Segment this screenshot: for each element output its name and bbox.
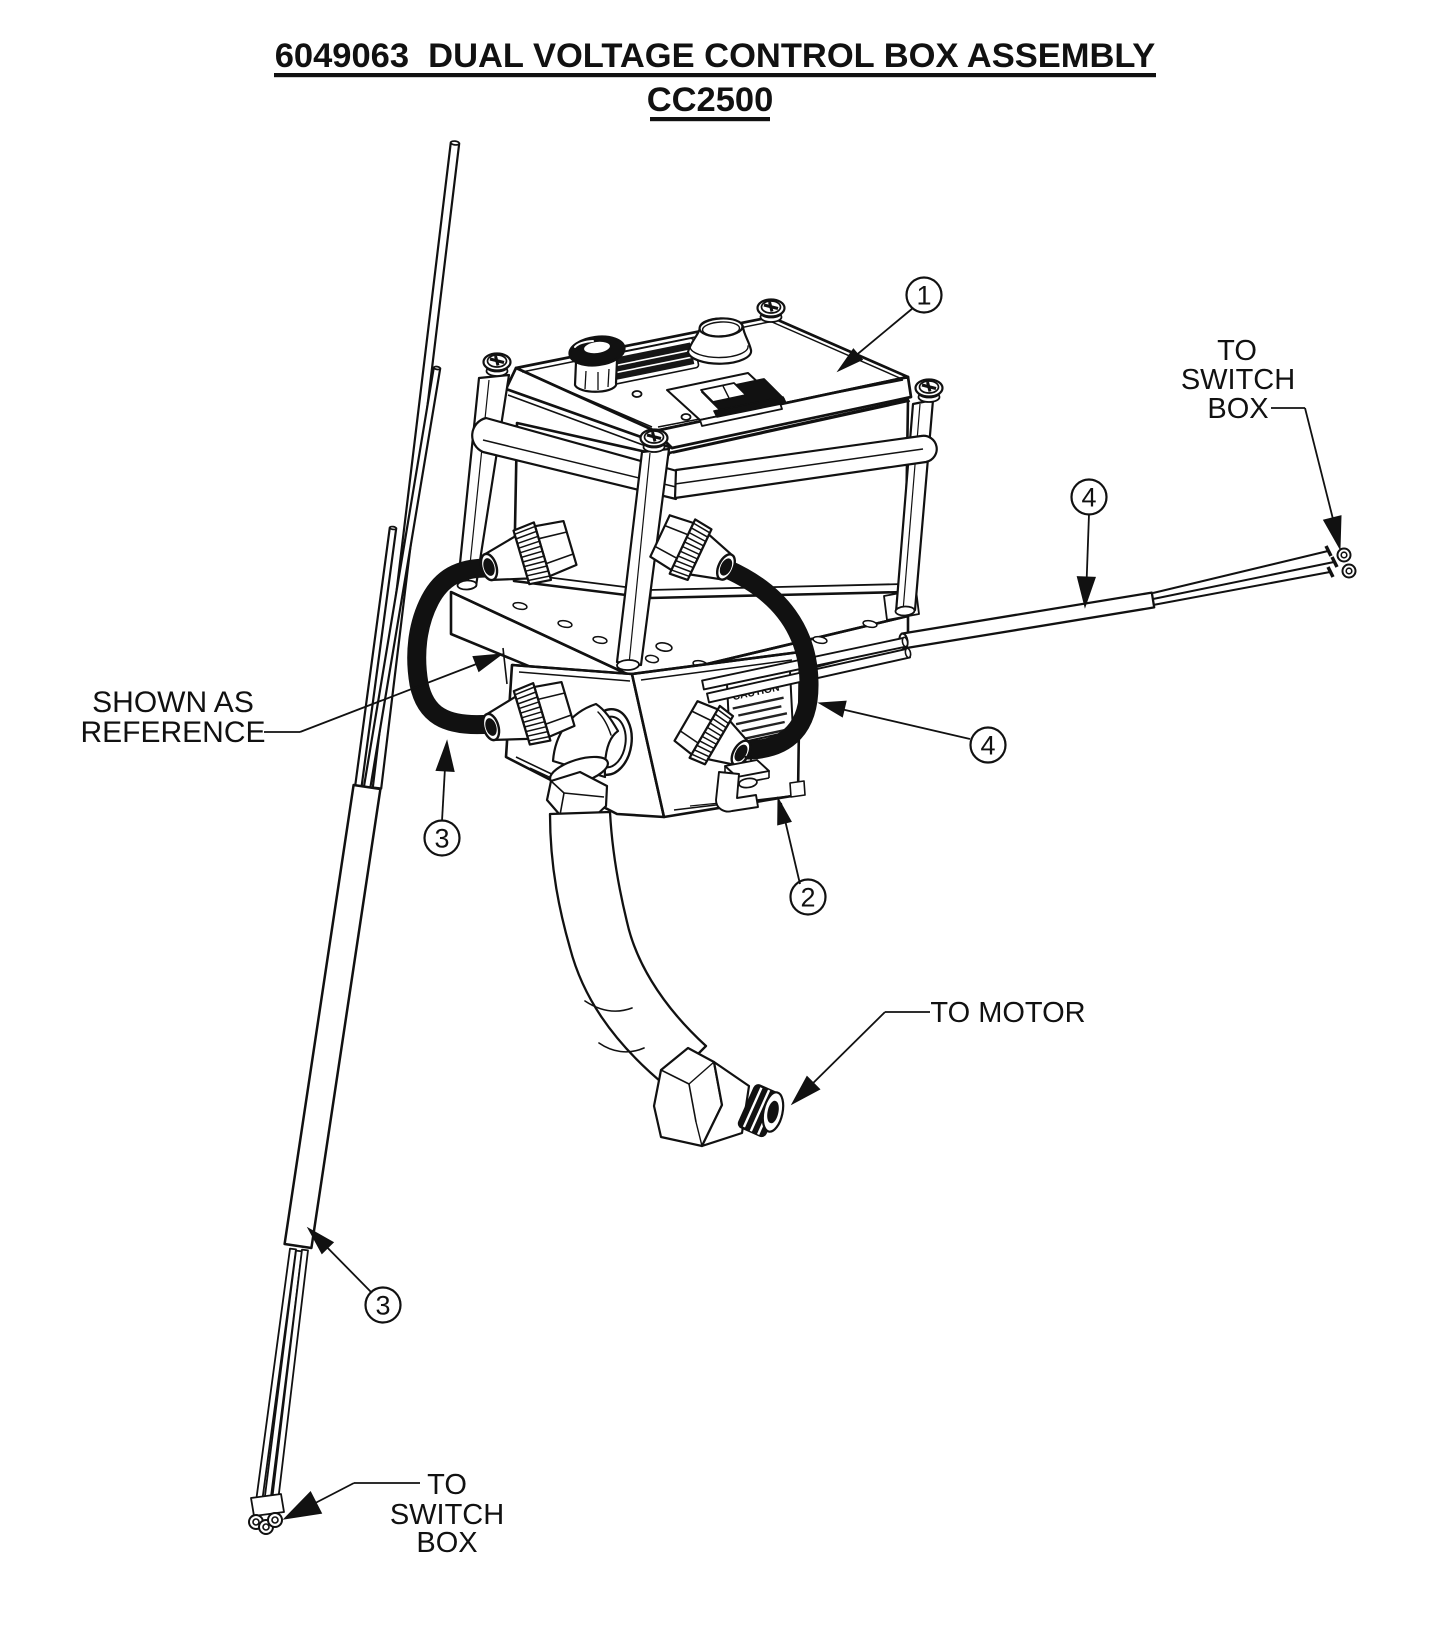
svg-text:1: 1 bbox=[916, 281, 931, 311]
svg-text:4: 4 bbox=[1081, 483, 1096, 513]
svg-text:CC2500: CC2500 bbox=[647, 81, 774, 119]
svg-text:SHOWN AS: SHOWN AS bbox=[92, 686, 254, 719]
svg-text:BOX: BOX bbox=[416, 1527, 477, 1559]
svg-text:TO: TO bbox=[427, 1469, 467, 1501]
svg-text:SWITCH: SWITCH bbox=[1181, 364, 1295, 396]
svg-text:6049063 DUAL VOLTAGE CONTROL: 6049063 DUAL VOLTAGE CONTROL BOX ASSEMBL… bbox=[275, 37, 1156, 75]
svg-text:REFERENCE: REFERENCE bbox=[80, 716, 265, 749]
svg-text:2: 2 bbox=[800, 883, 815, 913]
svg-text:TO MOTOR: TO MOTOR bbox=[930, 997, 1085, 1029]
svg-text:4: 4 bbox=[980, 731, 995, 761]
svg-text:3: 3 bbox=[375, 1291, 390, 1321]
svg-text:3: 3 bbox=[434, 824, 449, 854]
svg-text:SWITCH: SWITCH bbox=[390, 1499, 504, 1531]
svg-text:BOX: BOX bbox=[1207, 393, 1268, 425]
svg-text:TO: TO bbox=[1217, 335, 1257, 367]
